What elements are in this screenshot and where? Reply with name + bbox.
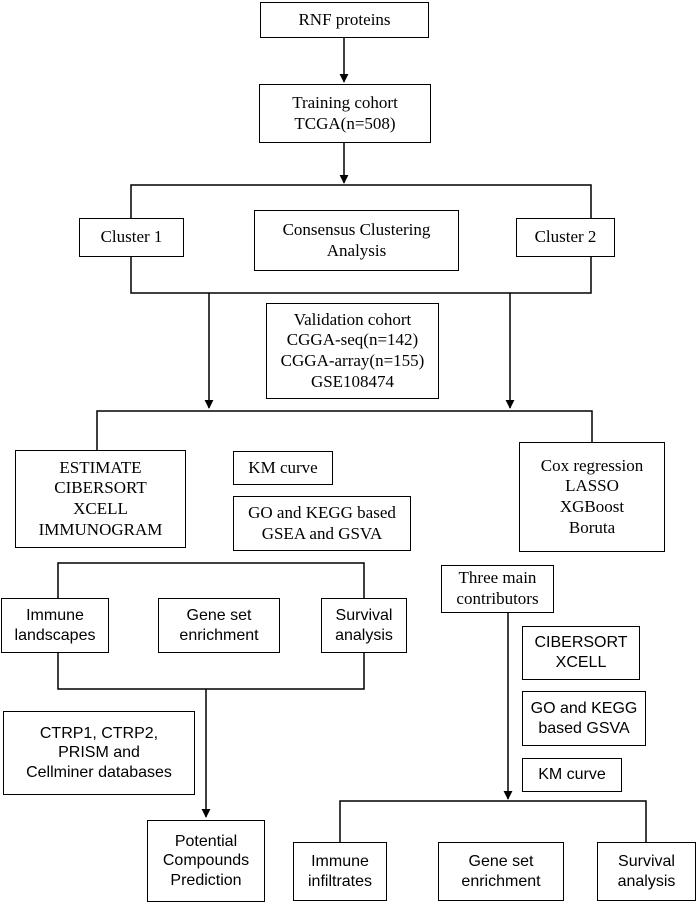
node-go-kegg-gsea: GO and KEGG based GSEA and GSVA: [233, 496, 411, 551]
node-text: Potential: [174, 832, 238, 850]
node-text: Prediction: [170, 871, 242, 889]
node-text: Survival: [335, 606, 393, 624]
node-text: KM curve: [538, 766, 606, 784]
node-ctrp-databases: CTRP1, CTRP2, PRISM and Cellminer databa…: [3, 711, 195, 795]
node-text: CIBERSORT: [534, 634, 628, 652]
node-text: based GSVA: [538, 719, 630, 737]
node-text: Gene set: [468, 852, 534, 870]
node-text: XGBoost: [559, 497, 625, 516]
node-gene-set-enrichment-left: Gene set enrichment: [158, 598, 280, 653]
node-three-main-contributors: Three main contributors: [441, 565, 554, 613]
node-text: Cluster 2: [534, 227, 597, 247]
node-text: IMMUNOGRAM: [38, 519, 163, 539]
node-potential-compounds: Potential Compounds Prediction: [147, 820, 265, 902]
node-text: Immune: [26, 606, 84, 624]
node-text: CGGA-array(n=155): [280, 351, 425, 370]
node-estimate: ESTIMATE CIBERSORT XCELL IMMUNOGRAM: [15, 450, 186, 548]
node-cluster-2: Cluster 2: [516, 218, 615, 257]
node-text: Training cohort: [292, 92, 398, 112]
node-cox-regression: Cox regression LASSO XGBoost Boruta: [519, 442, 665, 552]
bracket-bottom: [130, 257, 592, 294]
bracket-left-group: [57, 562, 365, 598]
node-km-curve-right: KM curve: [522, 758, 622, 792]
bracket-top: [130, 184, 592, 218]
node-text: contributors: [456, 589, 539, 608]
node-text: CGGA-seq(n=142): [286, 330, 419, 350]
node-text: Cellminer databases: [26, 763, 172, 781]
node-text: CIBERSORT: [54, 478, 147, 498]
node-text: analysis: [617, 872, 676, 890]
node-text: analysis: [335, 626, 393, 644]
node-cibersort-xcell: CIBERSORT XCELL: [522, 626, 640, 680]
node-text: Survival: [618, 852, 675, 870]
node-text: ESTIMATE: [59, 457, 142, 477]
bracket-right-bottom: [339, 800, 647, 842]
node-survival-analysis-left: Survival analysis: [321, 598, 407, 653]
node-text: Gene set: [186, 606, 252, 624]
node-text: Cluster 1: [100, 227, 163, 247]
node-cluster-1: Cluster 1: [79, 218, 184, 257]
node-text: Analysis: [326, 240, 387, 260]
node-text: TCGA(n=508): [294, 113, 396, 133]
node-text: Boruta: [568, 517, 616, 537]
node-validation-cohort: Validation cohort CGGA-seq(n=142) CGGA-a…: [266, 303, 439, 399]
node-gene-set-enrichment-right: Gene set enrichment: [438, 842, 564, 901]
node-text: GSE108474: [310, 371, 395, 391]
node-text: RNF proteins: [298, 9, 391, 29]
node-text: XCELL: [555, 654, 607, 671]
node-text: enrichment: [461, 872, 541, 890]
node-text: LASSO: [565, 476, 619, 496]
node-text: Immune: [311, 852, 369, 870]
node-text: GSEA and GSVA: [261, 523, 383, 543]
node-text: CTRP1, CTRP2,: [39, 724, 159, 742]
node-text: enrichment: [179, 626, 259, 644]
node-immune-landscapes: Immune landscapes: [1, 598, 109, 653]
node-text: Three main: [458, 568, 537, 588]
node-text: GO and KEGG based: [248, 502, 396, 522]
node-training-cohort: Training cohort TCGA(n=508): [259, 84, 431, 143]
node-text: Compounds: [162, 852, 250, 870]
node-text: PRISM and: [58, 744, 140, 762]
node-immune-infiltrates: Immune infiltrates: [293, 842, 387, 901]
node-rnf-proteins: RNF proteins: [260, 2, 429, 38]
node-text: GO and KEGG: [530, 699, 638, 717]
node-text: infiltrates: [307, 872, 373, 890]
node-km-curve-left: KM curve: [233, 451, 333, 485]
node-text: KM curve: [248, 457, 318, 477]
node-consensus-clustering: Consensus Clustering Analysis: [254, 210, 459, 271]
node-text: XCELL: [73, 499, 128, 518]
node-survival-analysis-right: Survival analysis: [597, 842, 696, 901]
node-text: Validation cohort: [293, 309, 412, 329]
node-text: landscapes: [14, 626, 96, 644]
node-text: Cox regression: [540, 455, 644, 475]
bracket-left-bottom: [57, 653, 365, 690]
node-text: Consensus Clustering: [282, 219, 431, 239]
split-line-lower: [96, 410, 593, 450]
node-go-kegg-gsva: GO and KEGG based GSVA: [522, 691, 646, 746]
